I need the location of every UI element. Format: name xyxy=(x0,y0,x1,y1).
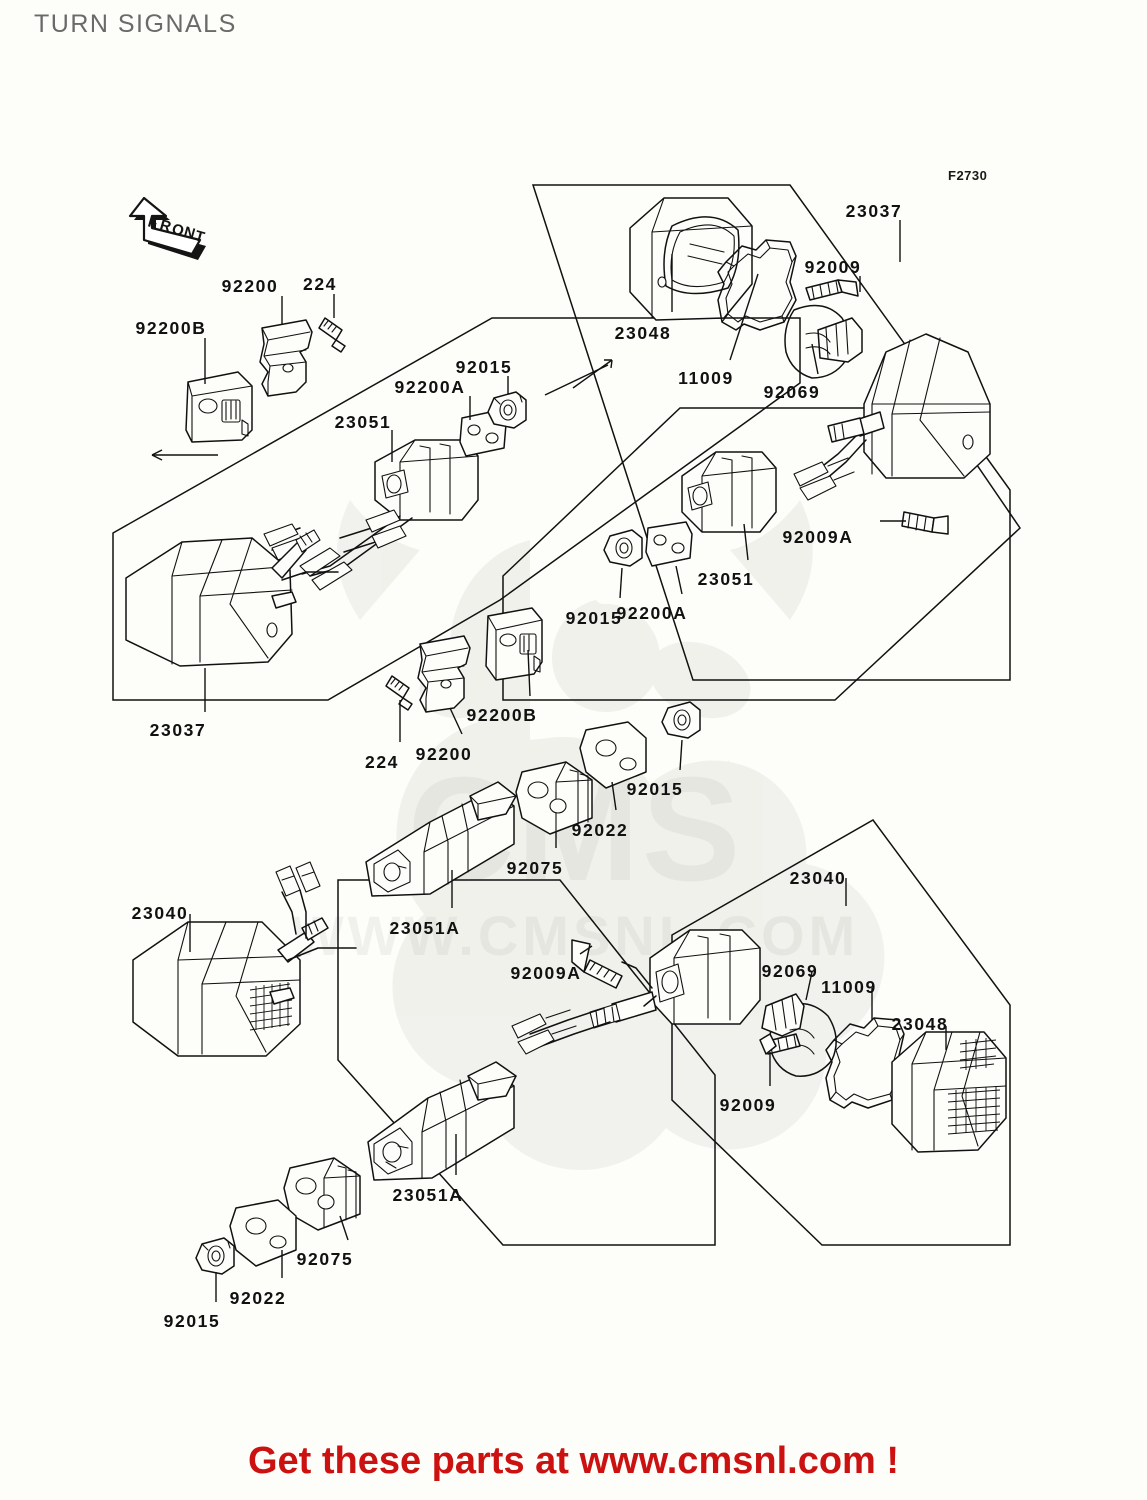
part-92009A-screw-right xyxy=(901,511,949,535)
part-23048-lens-lower xyxy=(891,1031,1007,1153)
part-92069-bulb-top xyxy=(784,304,863,379)
part-92015-upper xyxy=(487,391,527,429)
part-92200B-lower xyxy=(485,607,543,681)
part-92200A-middle-right xyxy=(645,521,693,567)
part-23051A-lower xyxy=(367,1061,517,1181)
part-23051-upper-left xyxy=(263,439,479,591)
part-label-92075: 92075 xyxy=(296,1249,354,1269)
part-23037-lamp-right xyxy=(793,333,991,501)
part-23037-lamp-left xyxy=(125,529,339,667)
part-label-23051: 23051 xyxy=(334,412,392,432)
part-label-92015: 92015 xyxy=(565,608,623,628)
part-label-92009: 92009 xyxy=(719,1095,777,1115)
part-label-23048: 23048 xyxy=(614,323,672,343)
part-92015-middle-right xyxy=(603,529,643,567)
part-11009-gasket-top xyxy=(717,239,797,331)
part-label-92200B: 92200B xyxy=(466,705,538,725)
part-92075-lower xyxy=(283,1157,361,1231)
part-label-92075: 92075 xyxy=(506,858,564,878)
part-92200-upper xyxy=(259,319,313,397)
part-label-23051A: 23051A xyxy=(392,1185,464,1205)
part-label-92015: 92015 xyxy=(455,357,513,377)
part-23051A-upper xyxy=(365,781,517,897)
part-label-92022: 92022 xyxy=(571,820,629,840)
part-label-92009A: 92009A xyxy=(510,963,582,983)
part-label-11009: 11009 xyxy=(678,368,734,388)
svg-text:T: T xyxy=(193,228,207,247)
part-92009-screw-top xyxy=(805,279,859,301)
part-92015-middle-center xyxy=(661,701,701,739)
part-label-92009: 92009 xyxy=(804,257,862,277)
part-92200-lower xyxy=(417,635,471,713)
part-23040-lamp-lower-left xyxy=(132,861,357,1057)
part-label-92200: 92200 xyxy=(221,276,279,296)
svg-text:R: R xyxy=(158,217,173,236)
part-23051A-lower-right-socket xyxy=(511,929,761,1055)
part-92009A-screw-lower xyxy=(571,939,623,989)
part-23051-middle-right xyxy=(681,451,777,533)
page-title: TURN SIGNALS xyxy=(34,10,237,38)
part-224-lower xyxy=(385,675,413,711)
part-92200B-upper xyxy=(185,371,253,443)
front-direction-icon: F R O N T xyxy=(128,196,207,260)
sheet-code: F2730 xyxy=(948,168,988,183)
part-92069-bulb-lower xyxy=(761,993,837,1077)
part-label-224: 224 xyxy=(365,752,399,772)
part-label-92069: 92069 xyxy=(763,382,821,402)
part-label-224: 224 xyxy=(303,274,337,294)
part-label-92009A: 92009A xyxy=(782,527,854,547)
part-label-23037: 23037 xyxy=(845,201,903,221)
part-label-92200: 92200 xyxy=(415,744,473,764)
part-92009-screw-lower xyxy=(759,1033,801,1055)
part-label-23051A: 23051A xyxy=(389,918,461,938)
part-92022-middle xyxy=(579,721,647,789)
part-label-92022: 92022 xyxy=(229,1288,287,1308)
part-label-23040: 23040 xyxy=(131,903,189,923)
part-label-92200A: 92200A xyxy=(394,377,466,397)
part-label-92069: 92069 xyxy=(761,961,819,981)
part-92075-middle xyxy=(515,761,593,835)
part-label-23051: 23051 xyxy=(697,569,755,589)
part-224-upper xyxy=(318,317,346,353)
part-label-23048: 23048 xyxy=(891,1014,949,1034)
part-label-92200B: 92200B xyxy=(135,318,207,338)
svg-text:N: N xyxy=(182,224,197,243)
part-label-92015: 92015 xyxy=(626,779,684,799)
svg-text:F: F xyxy=(146,214,160,233)
part-23048-lens-top xyxy=(629,197,753,321)
part-label-11009: 11009 xyxy=(821,977,877,997)
part-label-23037: 23037 xyxy=(149,720,207,740)
footer-promo-text: Get these parts at www.cmsnl.com ! xyxy=(247,1440,900,1482)
part-label-92015: 92015 xyxy=(163,1311,221,1331)
svg-text:O: O xyxy=(170,221,186,241)
part-92022-lower xyxy=(229,1199,297,1267)
part-92015-lower xyxy=(195,1237,235,1275)
part-label-92200A: 92200A xyxy=(616,603,688,623)
part-label-23040: 23040 xyxy=(789,868,847,888)
